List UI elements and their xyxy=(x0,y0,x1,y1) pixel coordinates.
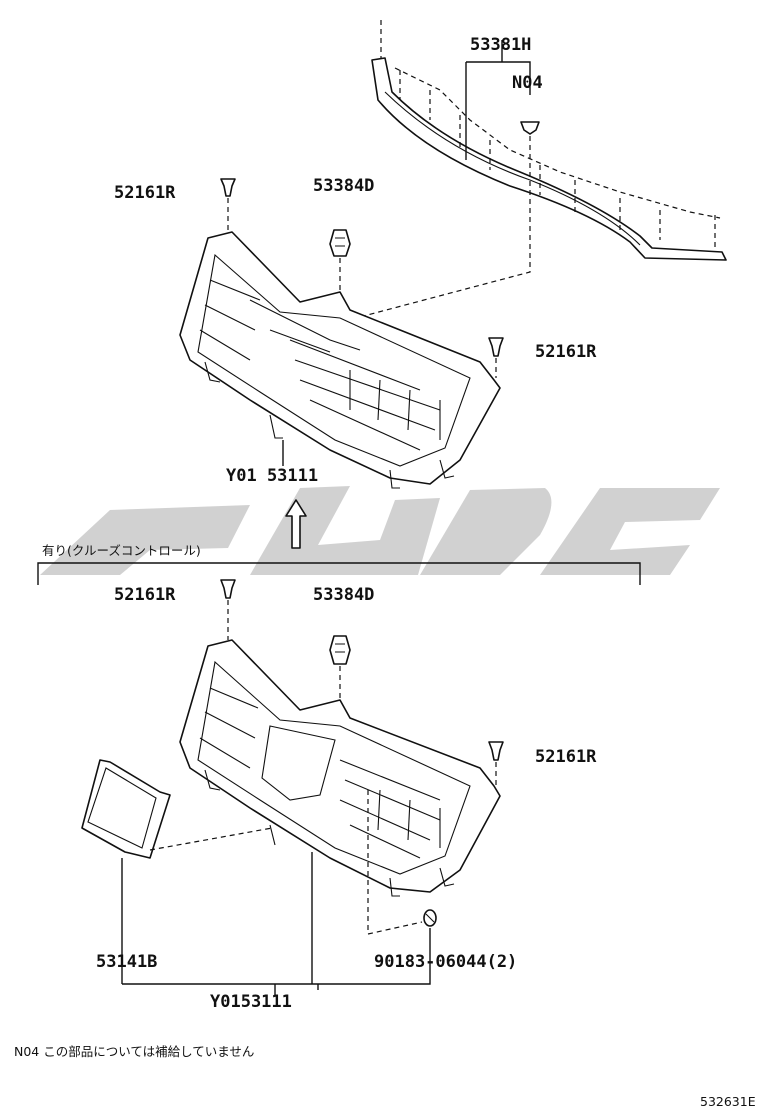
radiator-grille-bottom xyxy=(179,639,501,897)
label-bracket-top: 53384D xyxy=(313,176,374,196)
clip-icon-left-bottom xyxy=(220,579,236,599)
label-clip-right-top: 52161R xyxy=(535,342,597,362)
label-emblem-cover: 53141B xyxy=(96,952,157,972)
bracket-icon-top xyxy=(329,229,351,257)
bracket-icon-bottom xyxy=(329,635,351,665)
upper-molding xyxy=(371,20,727,261)
note-n04: N04 この部品については補給していません xyxy=(14,1044,254,1059)
diagram-id: 532631E xyxy=(700,1094,756,1109)
label-53381H: 53381H xyxy=(470,35,531,55)
label-clip-left-top: 52161R xyxy=(114,183,176,203)
emblem-cover-part xyxy=(81,759,171,859)
label-clip-left-bottom: 52161R xyxy=(114,585,176,605)
screw-icon xyxy=(423,909,437,927)
clip-icon-left-top xyxy=(220,178,236,197)
label-grille-top: Y01 53111 xyxy=(226,466,318,486)
up-arrow-icon xyxy=(285,499,307,549)
cruise-control-bracket-line xyxy=(37,562,641,585)
label-bracket-bottom: 53384D xyxy=(313,585,374,605)
label-n04: N04 xyxy=(512,73,543,93)
radiator-grille-top xyxy=(179,231,501,489)
n04-clip-icon xyxy=(520,121,540,135)
clip-icon-right-top xyxy=(488,337,504,357)
label-grille-bottom: Y0153111 xyxy=(210,992,292,1012)
label-clip-right-bottom: 52161R xyxy=(535,747,597,767)
label-cruise-control: 有り(クルーズコントロール) xyxy=(42,543,201,558)
label-screw: 90183-06044(2) xyxy=(374,952,517,972)
clip-icon-right-bottom xyxy=(488,741,504,761)
